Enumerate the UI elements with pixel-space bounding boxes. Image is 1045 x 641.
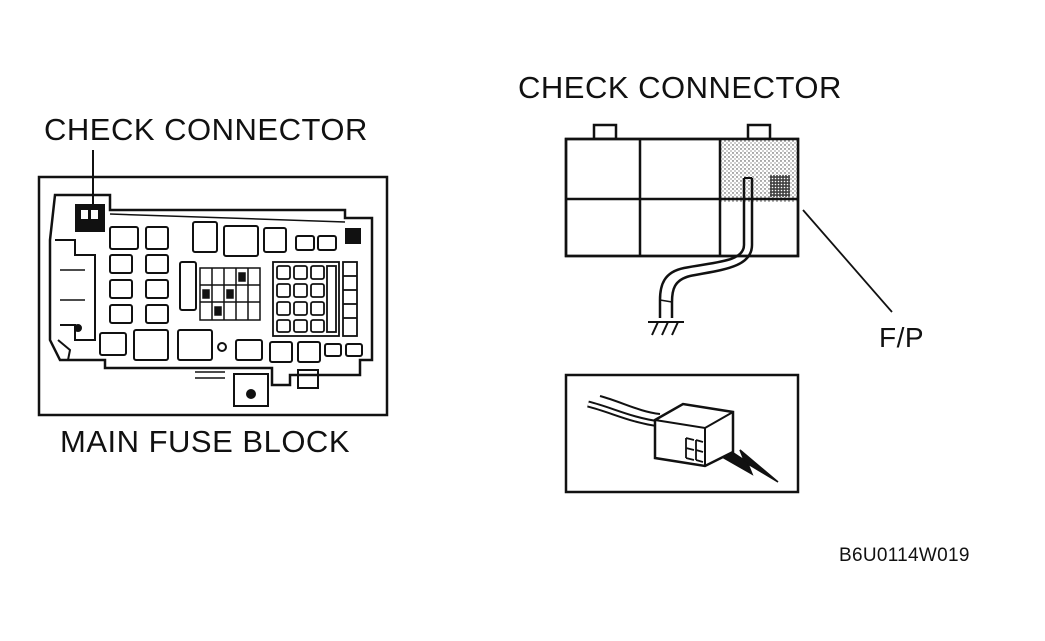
connector-latch bbox=[746, 123, 772, 141]
check-connector-detail bbox=[564, 123, 893, 336]
fp-terminal-label: F/P bbox=[879, 322, 925, 353]
fp-leader-line bbox=[802, 209, 893, 313]
main-fuse-block-illustration bbox=[37, 150, 389, 417]
connector-latch bbox=[592, 123, 618, 141]
inset-frame bbox=[564, 373, 800, 494]
check-connector-on-fuse-block bbox=[75, 204, 105, 232]
left-check-connector-label: CHECK CONNECTOR bbox=[44, 112, 368, 147]
fuse-block-frame bbox=[37, 175, 389, 417]
ground-symbol bbox=[648, 321, 684, 336]
insertion-arrow bbox=[722, 449, 779, 483]
right-check-connector-label: CHECK CONNECTOR bbox=[518, 70, 842, 105]
figure-code: B6U0114W019 bbox=[839, 545, 970, 566]
connector-inset bbox=[564, 373, 800, 494]
main-fuse-block-label: MAIN FUSE BLOCK bbox=[60, 424, 350, 459]
